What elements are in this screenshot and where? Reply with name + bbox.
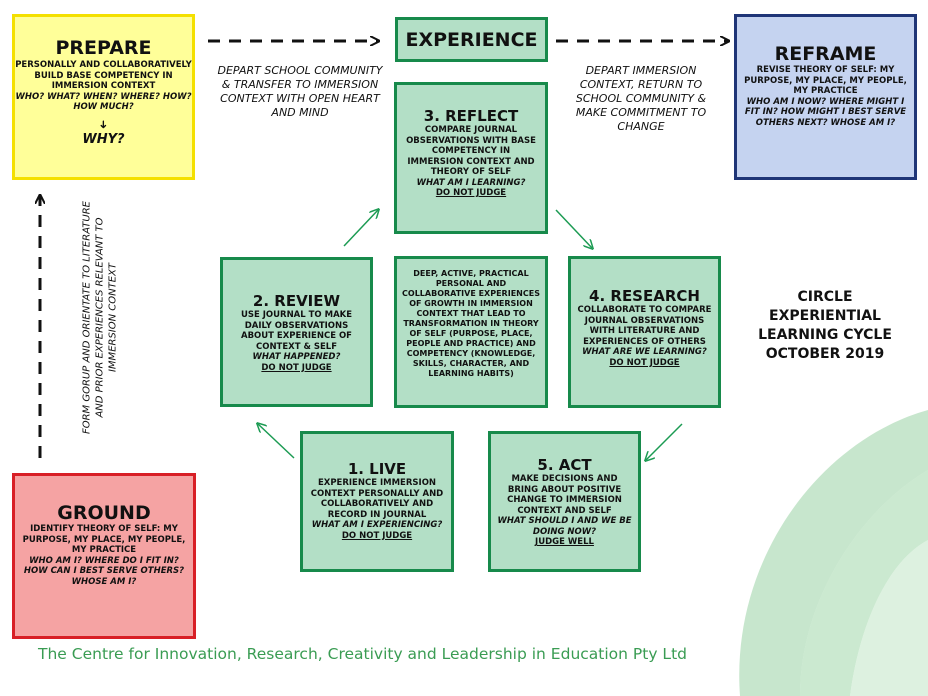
cycle-title-line3: LEARNING CYCLE xyxy=(758,327,892,343)
reflect-judge: DO NOT JUDGE xyxy=(435,188,507,198)
act-judge: JUDGE WELL xyxy=(535,537,594,547)
live-body: Experience immersion context personally … xyxy=(310,478,444,520)
live-box: 1. LIVE Experience immersion context per… xyxy=(300,431,454,572)
arrow-research-to-act xyxy=(646,423,683,460)
ground-box: GROUND Identify theory of self: my purpo… xyxy=(12,473,196,639)
reframe-questions: WHO AM I NOW? WHERE MIGHT I FIT IN? HOW … xyxy=(744,96,907,128)
cycle-title-line2: EXPERIENTIAL xyxy=(769,308,881,324)
reframe-body: Revise theory of self: my purpose, my pl… xyxy=(744,65,907,96)
prepare-why: WHY? xyxy=(82,131,125,147)
review-question: WHAT HAPPENED? xyxy=(252,352,341,362)
act-body: Make decisions and bring about positive … xyxy=(507,474,622,516)
prepare-questions: WHO? WHAT? WHEN? WHERE? HOW? HOW MUCH? xyxy=(15,91,192,113)
reflect-question: WHAT AM I LEARNING? xyxy=(416,177,526,188)
research-judge: DO NOT JUDGE xyxy=(609,357,680,368)
reflect-body: Compare journal observations with base c… xyxy=(406,125,536,177)
reflect-title: 3. REFLECT xyxy=(423,107,519,125)
ground-title: GROUND xyxy=(57,502,151,524)
live-question: WHAT AM I EXPERIENCING? xyxy=(311,520,443,530)
act-question: WHAT SHOULD I AND WE BE DOING NOW? xyxy=(497,516,632,537)
review-judge: DO NOT JUDGE xyxy=(261,362,332,373)
experience-title: EXPERIENCE xyxy=(405,29,538,51)
research-question: WHAT ARE WE LEARNING? xyxy=(582,347,707,357)
cycle-title-line1: CIRCLE xyxy=(797,289,853,305)
prepare-body: Personally and collaboratively build bas… xyxy=(15,60,192,91)
ground-body: Identify theory of self: my purpose, my … xyxy=(22,524,186,555)
arrow-live-to-review xyxy=(258,424,295,459)
live-judge: DO NOT JUDGE xyxy=(341,530,413,541)
research-box: 4. RESEARCH Collaborate to compare journ… xyxy=(568,256,721,408)
research-body: Collaborate to compare journal observati… xyxy=(577,305,712,347)
note-form-group: Form gorup and orientate to literature a… xyxy=(81,201,119,435)
reframe-title: REFRAME xyxy=(774,43,877,65)
prepare-box: PREPARE Personally and collaboratively b… xyxy=(12,14,195,180)
center-body: Deep, active, practical personal and col… xyxy=(402,269,540,378)
footer-text: The Centre for Innovation, Research, Cre… xyxy=(38,645,687,663)
act-title: 5. ACT xyxy=(537,456,592,474)
down-arrow-icon: ➜ xyxy=(97,119,110,129)
live-title: 1. LIVE xyxy=(347,460,407,478)
reframe-box: REFRAME Revise theory of self: my purpos… xyxy=(734,14,917,180)
arrow-review-to-reflect xyxy=(343,210,378,247)
review-box: 2. REVIEW Use journal to make daily obse… xyxy=(220,257,373,407)
research-title: 4. RESEARCH xyxy=(589,287,700,305)
note-depart-immersion: Depart immersion context, return to scho… xyxy=(575,64,707,133)
ground-questions: WHO AM I? WHERE DO I FIT IN? HOW CAN I B… xyxy=(23,555,185,587)
arrow-reflect-to-research xyxy=(555,209,592,248)
center-box: Deep, active, practical personal and col… xyxy=(394,256,548,408)
review-title: 2. REVIEW xyxy=(252,292,341,310)
cycle-title: CIRCLE EXPERIENTIAL LEARNING CYCLE OCTOB… xyxy=(750,288,900,364)
cycle-title-line4: OCTOBER 2019 xyxy=(765,346,885,362)
prepare-title: PREPARE xyxy=(55,37,152,59)
experience-box: EXPERIENCE xyxy=(395,17,548,62)
reflect-box: 3. REFLECT Compare journal observations … xyxy=(394,82,548,234)
act-box: 5. ACT Make decisions and bring about po… xyxy=(488,431,641,572)
note-depart-school: Depart school community & transfer to im… xyxy=(217,64,383,119)
review-body: Use journal to make daily observations a… xyxy=(240,310,353,352)
